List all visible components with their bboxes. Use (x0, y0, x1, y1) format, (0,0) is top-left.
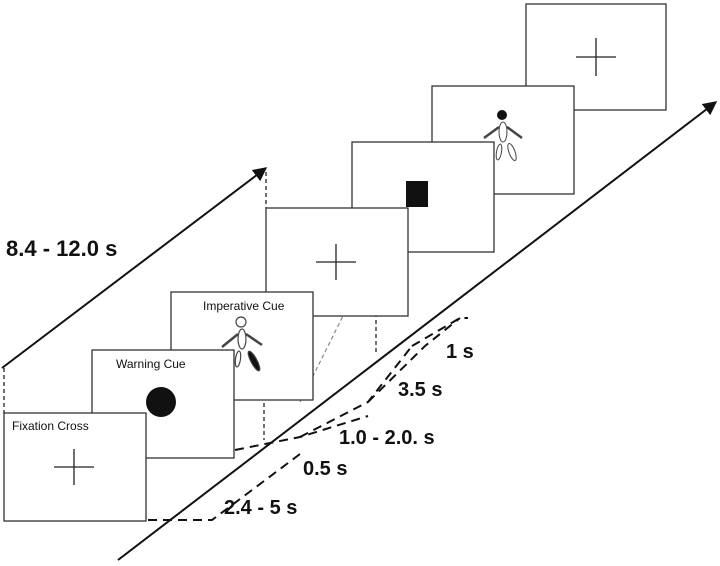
frame-1: Fixation Cross (3, 412, 147, 522)
black-circle-icon (146, 387, 176, 417)
duration-label-1: 2.4 - 5 s (224, 497, 297, 519)
total-duration-label: 8.4 - 12.0 s (6, 236, 117, 261)
frame-3-label: Imperative Cue (203, 299, 285, 313)
fixation-cross-icon (316, 244, 356, 280)
duration-label-4: 3.5 s (398, 379, 442, 401)
fixation-cross-icon (54, 449, 94, 485)
frame-1-label: Fixation Cross (12, 419, 89, 433)
fixation-cross-icon (576, 38, 616, 76)
total-duration-arrow (1, 167, 268, 369)
duration-label-5: 1 s (446, 341, 474, 363)
duration-label-3: 1.0 - 2.0. s (339, 427, 435, 449)
duration-label-2: 0.5 s (303, 458, 347, 480)
stick-figure-filled-icon (483, 110, 523, 162)
stick-figure-outline-icon (221, 316, 263, 372)
frame-2-label: Warning Cue (116, 357, 186, 371)
duration-brackets (148, 317, 468, 521)
black-square-icon (406, 181, 428, 207)
time-axis-arrow (117, 101, 718, 561)
